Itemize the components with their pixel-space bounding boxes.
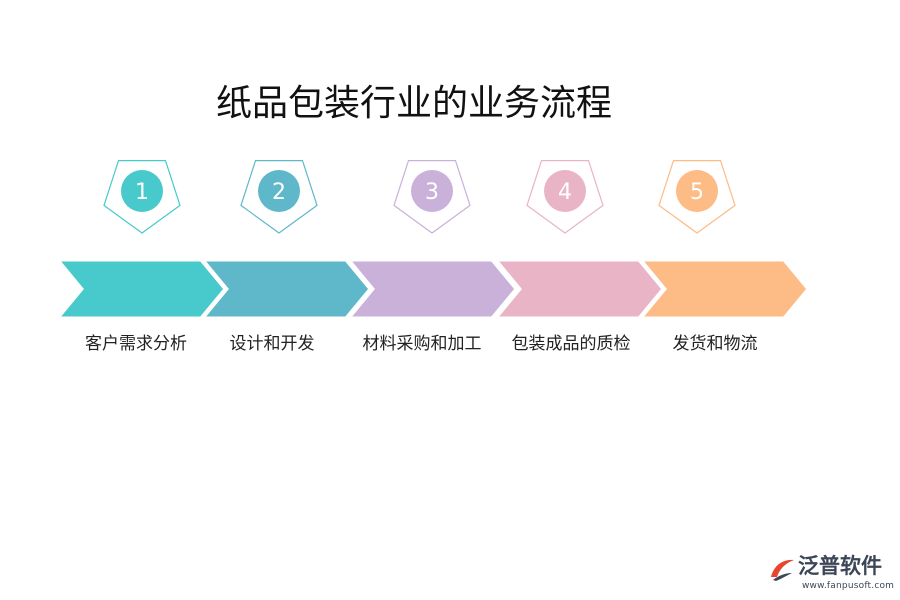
step-arrow-2 xyxy=(199,258,372,320)
brand-logo: 泛普软件 www.fanpusoft.com xyxy=(768,550,894,596)
step-number-circle xyxy=(544,170,586,212)
process-flow-diagram: 1 2 3 4 5 xyxy=(54,160,810,320)
step-badge-1: 1 xyxy=(103,160,181,234)
step-number: 4 xyxy=(558,180,572,205)
step-number-circle xyxy=(258,170,300,212)
step-badge-5: 5 xyxy=(658,160,736,234)
step-number: 1 xyxy=(135,180,149,205)
brand-url: www.fanpusoft.com xyxy=(802,581,895,591)
step-arrow-1 xyxy=(54,258,227,320)
step-label-4: 包装成品的质检 xyxy=(511,334,631,354)
step-arrow-3 xyxy=(345,258,518,320)
step-number: 5 xyxy=(690,180,704,205)
step-badge-4: 4 xyxy=(526,160,604,234)
step-label-5: 发货和物流 xyxy=(672,334,758,354)
step-arrows xyxy=(54,258,810,320)
step-badge-3: 3 xyxy=(393,160,471,234)
step-number-circle xyxy=(121,170,163,212)
step-arrow-4 xyxy=(492,258,665,320)
step-label-2: 设计和开发 xyxy=(229,334,315,354)
step-label-1: 客户需求分析 xyxy=(85,334,187,354)
step-number: 2 xyxy=(272,180,286,205)
step-label-3: 材料采购和加工 xyxy=(362,334,482,354)
step-number: 3 xyxy=(425,180,439,205)
step-badge-2: 2 xyxy=(240,160,318,234)
page-title: 纸品包装行业的业务流程 xyxy=(216,83,613,124)
step-arrow-5 xyxy=(637,258,810,320)
step-number-circle xyxy=(411,170,453,212)
brand-name: 泛普软件 xyxy=(798,554,882,578)
step-badges: 1 2 3 4 5 xyxy=(103,160,736,234)
step-number-circle xyxy=(676,170,718,212)
brand-logo-icon xyxy=(771,559,794,581)
